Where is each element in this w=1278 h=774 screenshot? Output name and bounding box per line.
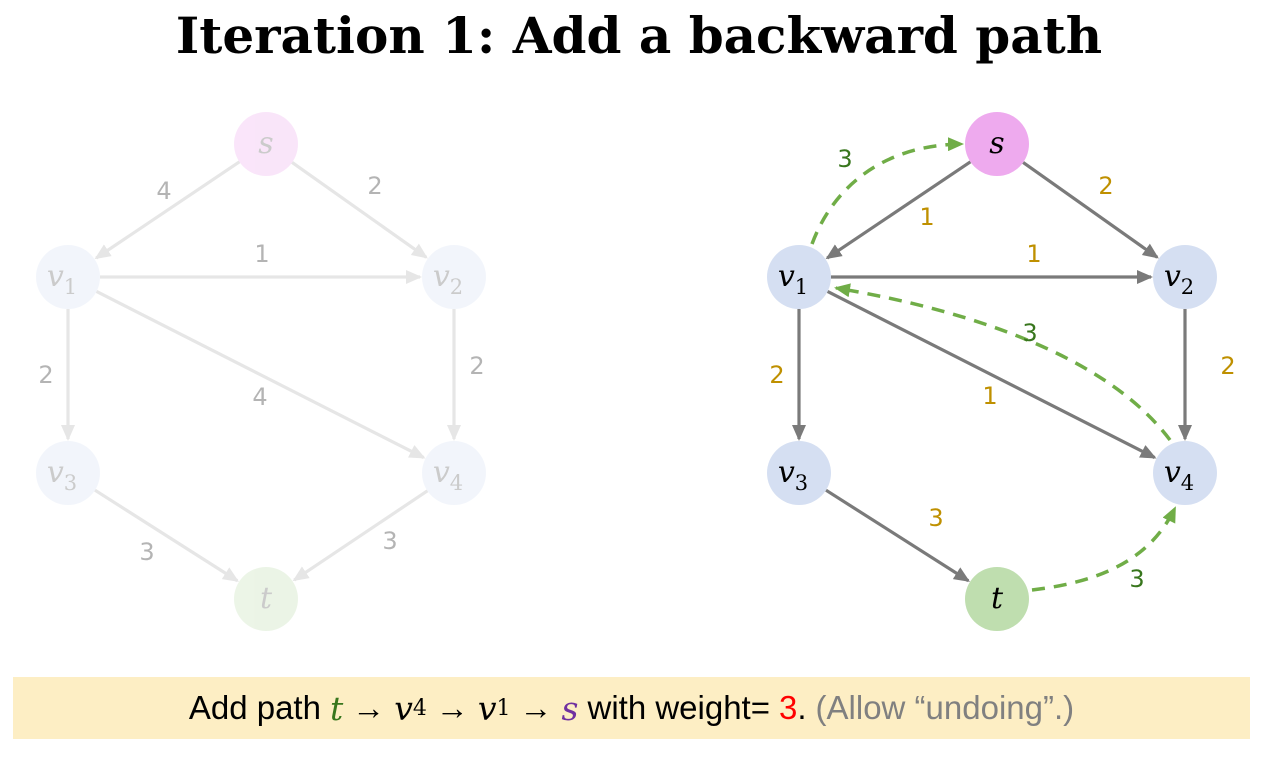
edge-weight-v4-t: 3 — [382, 527, 397, 555]
caption-middle: with weight= — [587, 689, 770, 726]
node-label-v4: v4 — [1164, 455, 1194, 495]
node-v4: v4 — [1153, 441, 1217, 505]
caption-sub-1: 1 — [496, 695, 511, 721]
edge-s-v1 — [94, 160, 241, 260]
current-graph: 1 2 1 2 1 2 3 3 3 3 s v1 v2 v3 v4 t — [767, 112, 1236, 631]
path-weight-v1-s: 3 — [837, 145, 852, 173]
caption-sub-4: 4 — [412, 695, 427, 721]
caption-value: 3 — [779, 689, 798, 726]
caption-var-s: s — [561, 688, 579, 728]
edge-weight-s-v2: 2 — [367, 172, 382, 200]
node-label-s: s — [989, 126, 1004, 161]
caption-note: (Allow “undoing”.) — [815, 689, 1075, 726]
node-v1: v1 — [36, 245, 100, 309]
edge-weight-s-v2: 2 — [1098, 172, 1113, 200]
edge-s-v1 — [825, 160, 972, 260]
caption-period: . — [797, 689, 807, 726]
node-label-v3: v3 — [47, 455, 77, 495]
node-v4: v4 — [422, 441, 486, 505]
edge-weight-v2-v4: 2 — [469, 352, 484, 380]
edge-v1-v4 — [95, 290, 426, 460]
edge-weight-s-v1: 4 — [156, 177, 171, 205]
caption-var-v1: v — [477, 688, 497, 728]
node-v2: v2 — [1153, 245, 1217, 309]
node-v3: v3 — [767, 441, 831, 505]
node-v3: v3 — [36, 441, 100, 505]
node-label-t: t — [991, 581, 1004, 616]
edge-weight-v1-v2: 1 — [1026, 240, 1041, 268]
edge-weight-v3-t: 3 — [139, 538, 154, 566]
edge-weight-v1-v4: 1 — [982, 382, 997, 410]
caption-prefix: Add path — [188, 689, 321, 726]
path-weight-v4-v1: 3 — [1022, 319, 1037, 347]
faded-graph: 4 2 1 2 4 2 3 3 s v1 v2 v3 v4 t — [36, 112, 486, 631]
slide-title: Iteration 1: Add a backward path — [175, 6, 1103, 65]
edge-weight-v1-v3: 2 — [769, 361, 784, 389]
caption-var-v4: v — [394, 688, 413, 728]
edge-v1-v4 — [826, 290, 1157, 460]
path-weight-t-v4: 3 — [1129, 565, 1144, 593]
node-v2: v2 — [422, 245, 486, 309]
node-label-s: s — [258, 126, 273, 161]
node-label-v2: v2 — [433, 259, 463, 299]
edge-s-v2 — [291, 161, 428, 259]
node-s: s — [965, 112, 1029, 176]
node-label-v3: v3 — [778, 455, 808, 495]
edge-weight-v1-v3: 2 — [38, 361, 53, 389]
node-v1: v1 — [767, 245, 831, 309]
node-t: t — [965, 567, 1029, 631]
edge-v3-t — [94, 488, 240, 583]
edge-s-v2 — [1022, 161, 1159, 259]
node-label-v1: v1 — [47, 259, 77, 299]
caption-arrow-2: → — [435, 689, 469, 726]
edge-weight-v1-v2: 1 — [254, 240, 269, 268]
edge-weight-v3-t: 3 — [928, 504, 943, 532]
caption-arrow-3: → — [519, 689, 553, 726]
path-edge-v4-v1 — [834, 283, 1172, 442]
path-edge-v1-s — [810, 137, 964, 245]
path-edge-t-v4 — [1031, 506, 1177, 592]
edge-weight-v1-v4: 4 — [252, 383, 267, 411]
edge-weight-s-v1: 1 — [919, 203, 934, 231]
edge-v4-t — [292, 489, 429, 582]
node-label-v2: v2 — [1164, 259, 1194, 299]
node-label-t: t — [260, 581, 273, 616]
caption-var-t: t — [329, 688, 344, 728]
edge-weight-v2-v4: 2 — [1220, 352, 1235, 380]
caption-arrow-1: → — [352, 689, 386, 726]
node-s: s — [234, 112, 298, 176]
node-label-v1: v1 — [778, 259, 808, 299]
edge-v3-t — [825, 488, 971, 583]
node-label-v4: v4 — [433, 455, 463, 495]
node-t: t — [234, 567, 298, 631]
